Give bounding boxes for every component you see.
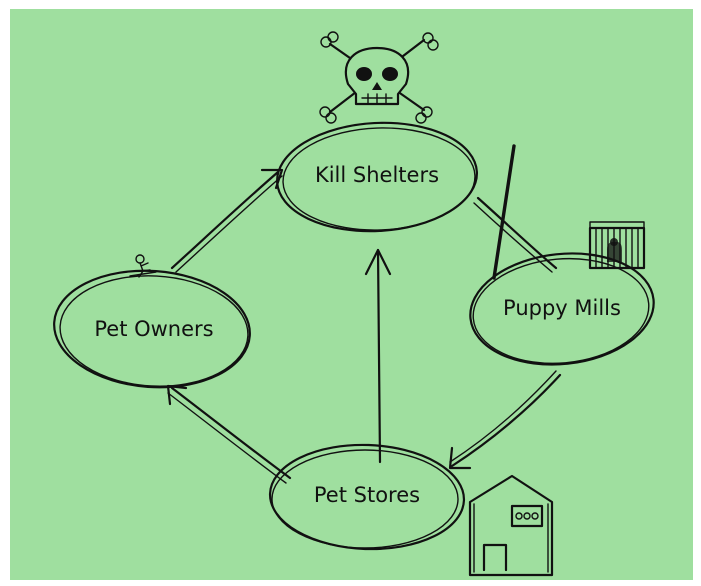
green-paper-sheet [10,9,693,580]
dog-cage-icon [588,221,646,270]
edge-puppy-mills-to-kill-shelters [473,144,558,280]
cross-out-mark [492,144,516,280]
edge-pet-stores-to-kill-shelters [364,248,392,464]
pet-stores-label: Pet Stores [314,483,420,507]
edge-puppy-mills-to-pet-stores [448,370,562,470]
person-icon [129,254,157,278]
edge-pet-owners-to-kill-shelters [170,168,284,273]
node-pet-stores: Pet Stores [268,443,466,551]
store-building-icon [468,474,554,577]
edge-pet-stores-to-pet-owners [166,384,292,484]
arrowhead [364,248,392,276]
skull-crossbones-icon [319,31,439,124]
node-kill-shelters: Kill Shelters [275,121,479,233]
puppy-mills-label: Puppy Mills [503,296,621,320]
pet-owners-label: Pet Owners [94,317,213,341]
node-pet-owners: Pet Owners [53,269,251,389]
arrowhead [448,446,472,470]
node-puppy-mills: Puppy Mills [469,252,655,366]
kill-shelters-label: Kill Shelters [315,163,439,187]
